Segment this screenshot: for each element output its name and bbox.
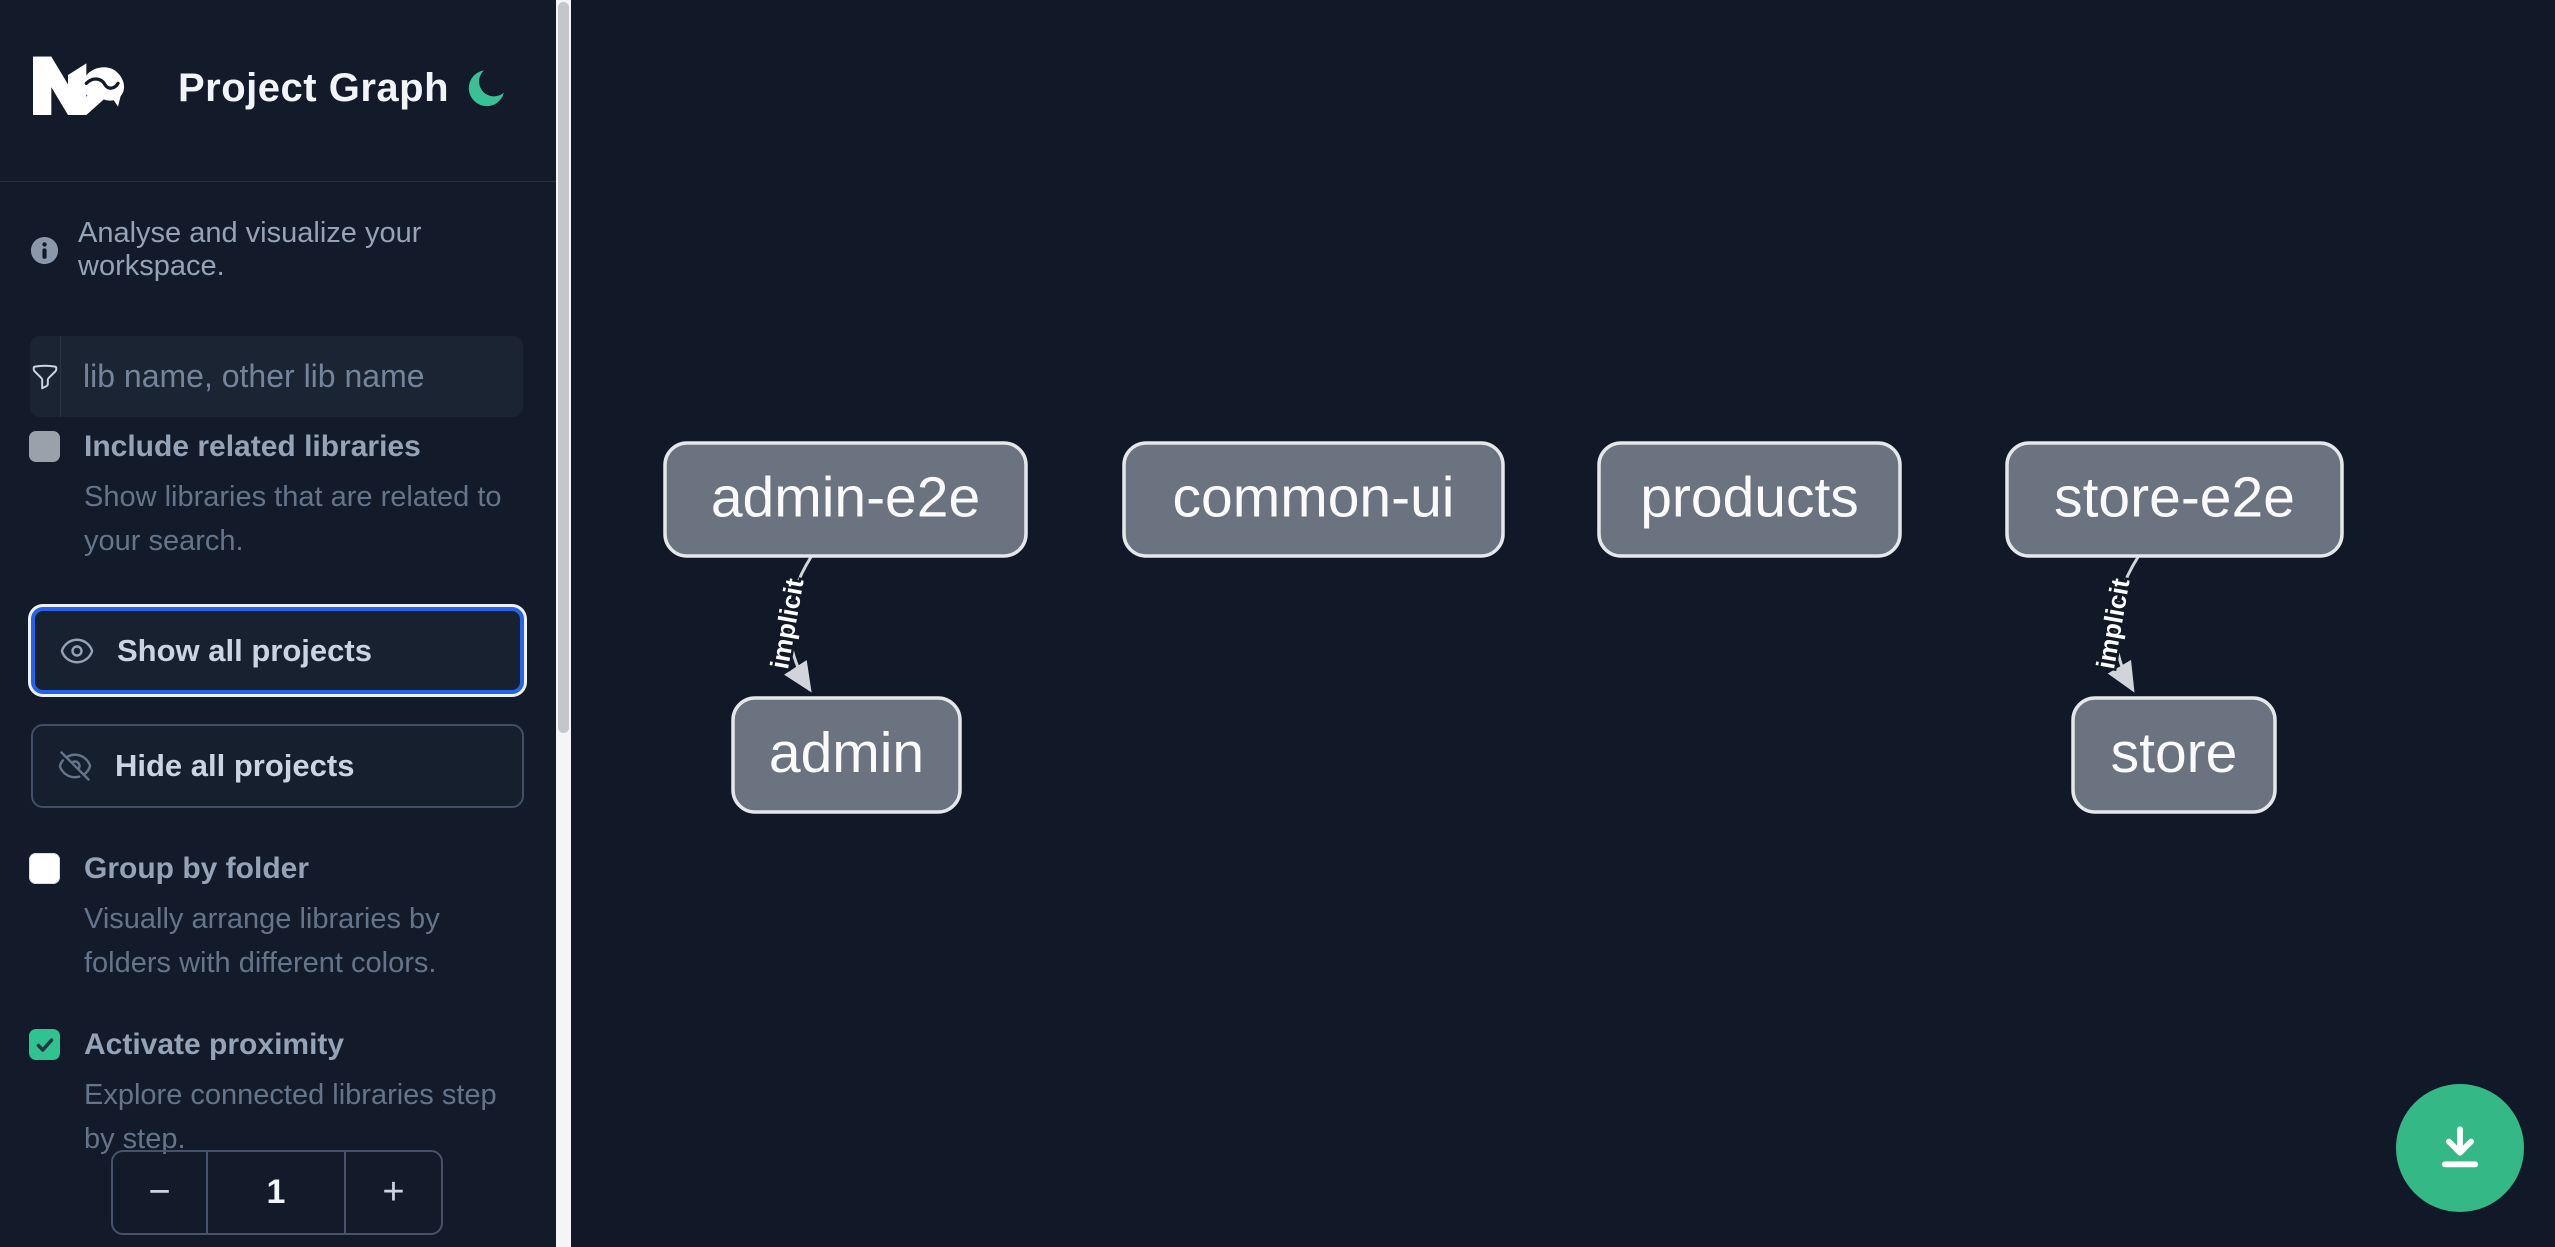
proximity-depth-value: 1: [208, 1152, 346, 1233]
hide-all-projects-label: Hide all projects: [115, 748, 355, 783]
graph-node-products[interactable]: products: [1597, 441, 1902, 558]
increment-button[interactable]: +: [382, 1171, 405, 1213]
show-all-projects-label: Show all projects: [117, 632, 372, 668]
checkmark-icon: [36, 1037, 53, 1052]
edge-label-admin-e2e-admin: implicit: [764, 576, 809, 671]
graph-node-common-ui[interactable]: common-ui: [1122, 441, 1505, 558]
scrollbar-thumb[interactable]: [558, 2, 569, 733]
include-related-label: Include related libraries: [84, 430, 421, 463]
eye-slash-icon: [58, 751, 92, 781]
graph-node-store-e2e[interactable]: store-e2e: [2005, 441, 2344, 558]
group-by-folder-label: Group by folder: [84, 852, 309, 885]
sidebar: Project Graph Analyse and visualize your…: [0, 0, 571, 1247]
library-filter-input[interactable]: [61, 336, 525, 417]
sidebar-scrollbar[interactable]: [556, 0, 571, 1247]
funnel-icon: [32, 364, 58, 389]
graph-edge-store-e2e-store: [2107, 556, 2140, 693]
toggle-include-related-libraries: Include related libraries Show libraries…: [29, 429, 529, 563]
show-all-projects-button[interactable]: Show all projects: [31, 607, 524, 694]
graph-node-label-store: store: [2111, 721, 2238, 785]
graph-node-label-products: products: [1640, 466, 1859, 530]
sidebar-header: Project Graph: [0, 0, 556, 182]
search-box: [30, 336, 525, 417]
activate-proximity-description: Explore connected libraries step by step…: [84, 1079, 497, 1155]
hide-all-projects-button[interactable]: Hide all projects: [31, 724, 524, 808]
graph-node-admin-e2e[interactable]: admin-e2e: [663, 441, 1028, 558]
info-icon: [30, 236, 59, 264]
workspace-info: Analyse and visualize your workspace.: [29, 217, 571, 283]
activate-proximity-checkbox[interactable]: [29, 1029, 60, 1060]
graph-node-store[interactable]: store: [2071, 696, 2277, 814]
theme-toggle-moon-icon[interactable]: [464, 66, 508, 110]
graph-node-admin[interactable]: admin: [731, 696, 962, 814]
nx-logo-icon: [33, 56, 125, 115]
toggle-activate-proximity: Activate proximity Explore connected lib…: [29, 1027, 529, 1161]
include-related-description: Show libraries that are related to your …: [84, 481, 502, 557]
info-text: Analyse and visualize your workspace.: [78, 217, 422, 282]
toggle-group-by-folder: Group by folder Visually arrange librari…: [29, 851, 529, 985]
edge-label-store-e2e-store: implicit: [2090, 576, 2135, 671]
eye-icon: [60, 638, 94, 663]
download-graph-button[interactable]: [2396, 1084, 2524, 1212]
graph-node-label-store-e2e: store-e2e: [2054, 466, 2295, 530]
graph-node-label-common-ui: common-ui: [1173, 466, 1455, 530]
group-by-folder-checkbox[interactable]: [29, 853, 60, 884]
graph-edges: implicit implicit: [762, 556, 2140, 693]
graph-node-label-admin-e2e: admin-e2e: [711, 466, 980, 530]
filter-icon-cell: [30, 336, 61, 417]
proximity-depth-stepper: − 1 +: [111, 1150, 443, 1235]
graph-node-label-admin: admin: [769, 721, 924, 785]
decrement-button[interactable]: −: [113, 1152, 208, 1233]
group-by-folder-description: Visually arrange libraries by folders wi…: [84, 903, 440, 979]
include-related-checkbox[interactable]: [29, 431, 60, 462]
graph-edge-admin-e2e-admin: [784, 556, 813, 693]
activate-proximity-label: Activate proximity: [84, 1028, 345, 1061]
download-icon: [2441, 1126, 2479, 1168]
page-title: Project Graph: [178, 66, 450, 110]
